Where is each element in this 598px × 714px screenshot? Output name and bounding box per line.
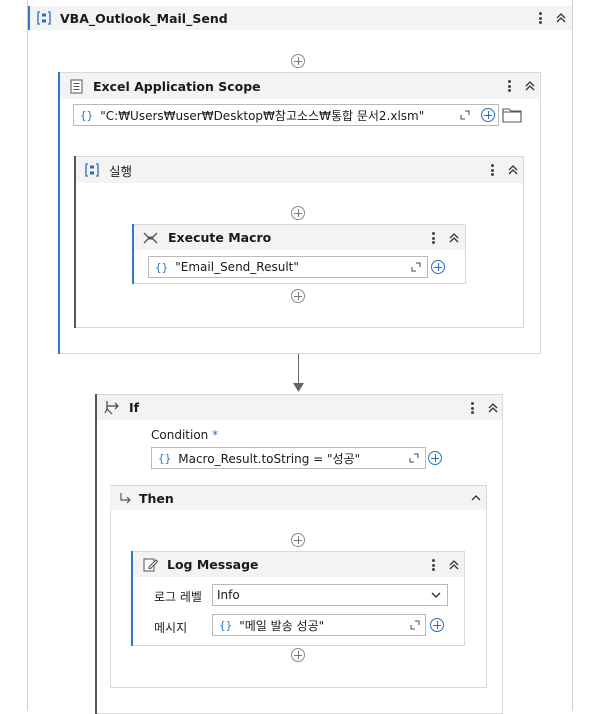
then-add-activity-top-icon[interactable] [291, 533, 305, 547]
if-collapse-chevron-icon[interactable] [486, 401, 500, 415]
macro-name-add-icon[interactable] [431, 260, 445, 274]
condition-required-marker: * [212, 428, 219, 442]
log-message-collapse-chevron-icon[interactable] [447, 558, 461, 572]
do-block-header[interactable]: 실행 [74, 157, 523, 183]
log-message-header[interactable]: Log Message [131, 552, 464, 577]
macro-name-field[interactable]: {} "Email_Send_Result" [148, 256, 428, 278]
condition-field[interactable]: {} Macro_Result.toString = "성공" [151, 447, 426, 469]
if-left-bar [95, 394, 97, 714]
workbook-path-value: "C:₩Users₩user₩Desktop₩참고소스₩통합 문서2.xlsm" [100, 108, 425, 123]
workflow-canvas-frame [27, 0, 573, 711]
condition-label: Condition * [151, 428, 218, 442]
do-block-collapse-chevron-icon[interactable] [506, 163, 520, 177]
excel-scope-collapse-chevron-icon[interactable] [523, 79, 537, 93]
log-message-kebab-menu-icon[interactable] [429, 557, 437, 573]
add-activity-icon[interactable] [291, 54, 305, 68]
macro-name-value: "Email_Send_Result" [175, 260, 299, 274]
expression-braces-icon: {} [155, 260, 169, 274]
sequence-icon [36, 10, 52, 26]
if-kebab-menu-icon[interactable] [468, 400, 476, 416]
workbook-path-add-icon[interactable] [481, 108, 495, 122]
flow-connector-arrow-icon [293, 383, 304, 392]
sequence-kebab-menu-icon[interactable] [536, 10, 544, 26]
excel-scope-kebab-menu-icon[interactable] [505, 78, 513, 94]
log-message-title: Log Message [167, 557, 259, 572]
do-block-add-activity-bottom-icon[interactable] [291, 289, 305, 303]
then-collapse-chevron-icon[interactable] [469, 491, 483, 505]
message-value: "메일 발송 성공" [239, 618, 325, 633]
message-add-icon[interactable] [430, 618, 444, 632]
then-arrow-icon [117, 490, 133, 506]
sequence-collapse-chevron-icon[interactable] [554, 11, 568, 25]
message-expand-editor-icon[interactable] [410, 620, 420, 630]
if-icon [104, 400, 120, 416]
expression-braces-icon: {} [219, 618, 233, 632]
macro-name-expand-editor-icon[interactable] [411, 262, 421, 272]
do-block-sequence-icon [84, 162, 100, 178]
expression-braces-icon: {} [158, 451, 172, 465]
sequence-header[interactable]: VBA_Outlook_Mail_Send [28, 6, 572, 30]
message-label: 메시지 [154, 621, 188, 635]
execute-macro-title: Execute Macro [168, 230, 272, 245]
excel-scope-header[interactable]: Excel Application Scope [58, 73, 540, 99]
workbook-path-expand-editor-icon[interactable] [460, 110, 470, 120]
then-title: Then [139, 490, 174, 506]
condition-expand-editor-icon[interactable] [409, 453, 419, 463]
condition-label-text: Condition [151, 428, 209, 442]
message-field[interactable]: {} "메일 발송 성공" [212, 614, 426, 636]
log-level-value: Info [217, 588, 240, 602]
log-message-accent-bar [131, 551, 133, 646]
do-block-kebab-menu-icon[interactable] [488, 162, 496, 178]
do-block-left-bar [74, 156, 76, 328]
execute-macro-collapse-chevron-icon[interactable] [447, 231, 461, 245]
execute-macro-kebab-menu-icon[interactable] [429, 230, 437, 246]
if-title: If [129, 400, 140, 415]
if-header[interactable]: If [95, 395, 502, 420]
do-block-title: 실행 [109, 163, 133, 179]
do-block-add-activity-top-icon[interactable] [291, 206, 305, 220]
folder-icon[interactable] [502, 107, 522, 123]
expression-braces-icon: {} [80, 108, 94, 122]
execute-macro-icon [142, 230, 158, 246]
dropdown-chevron-icon [431, 592, 441, 598]
excel-scope-title: Excel Application Scope [93, 78, 261, 94]
log-message-icon [142, 557, 158, 573]
log-level-label: 로그 레벨 [154, 590, 202, 604]
condition-add-icon[interactable] [428, 451, 442, 465]
log-level-select[interactable]: Info [212, 584, 448, 606]
execute-macro-accent-bar [132, 224, 134, 284]
flow-connector-line [298, 354, 299, 386]
condition-value: Macro_Result.toString = "성공" [178, 451, 361, 466]
sequence-title: VBA_Outlook_Mail_Send [60, 10, 228, 26]
excel-scope-icon [68, 78, 84, 94]
excel-scope-accent-bar [58, 72, 60, 354]
execute-macro-header[interactable]: Execute Macro [132, 225, 465, 250]
workbook-path-field[interactable]: {} "C:₩Users₩user₩Desktop₩참고소스₩통합 문서2.xl… [73, 104, 499, 126]
then-header[interactable]: Then [110, 486, 486, 510]
then-add-activity-bottom-icon[interactable] [291, 648, 305, 662]
